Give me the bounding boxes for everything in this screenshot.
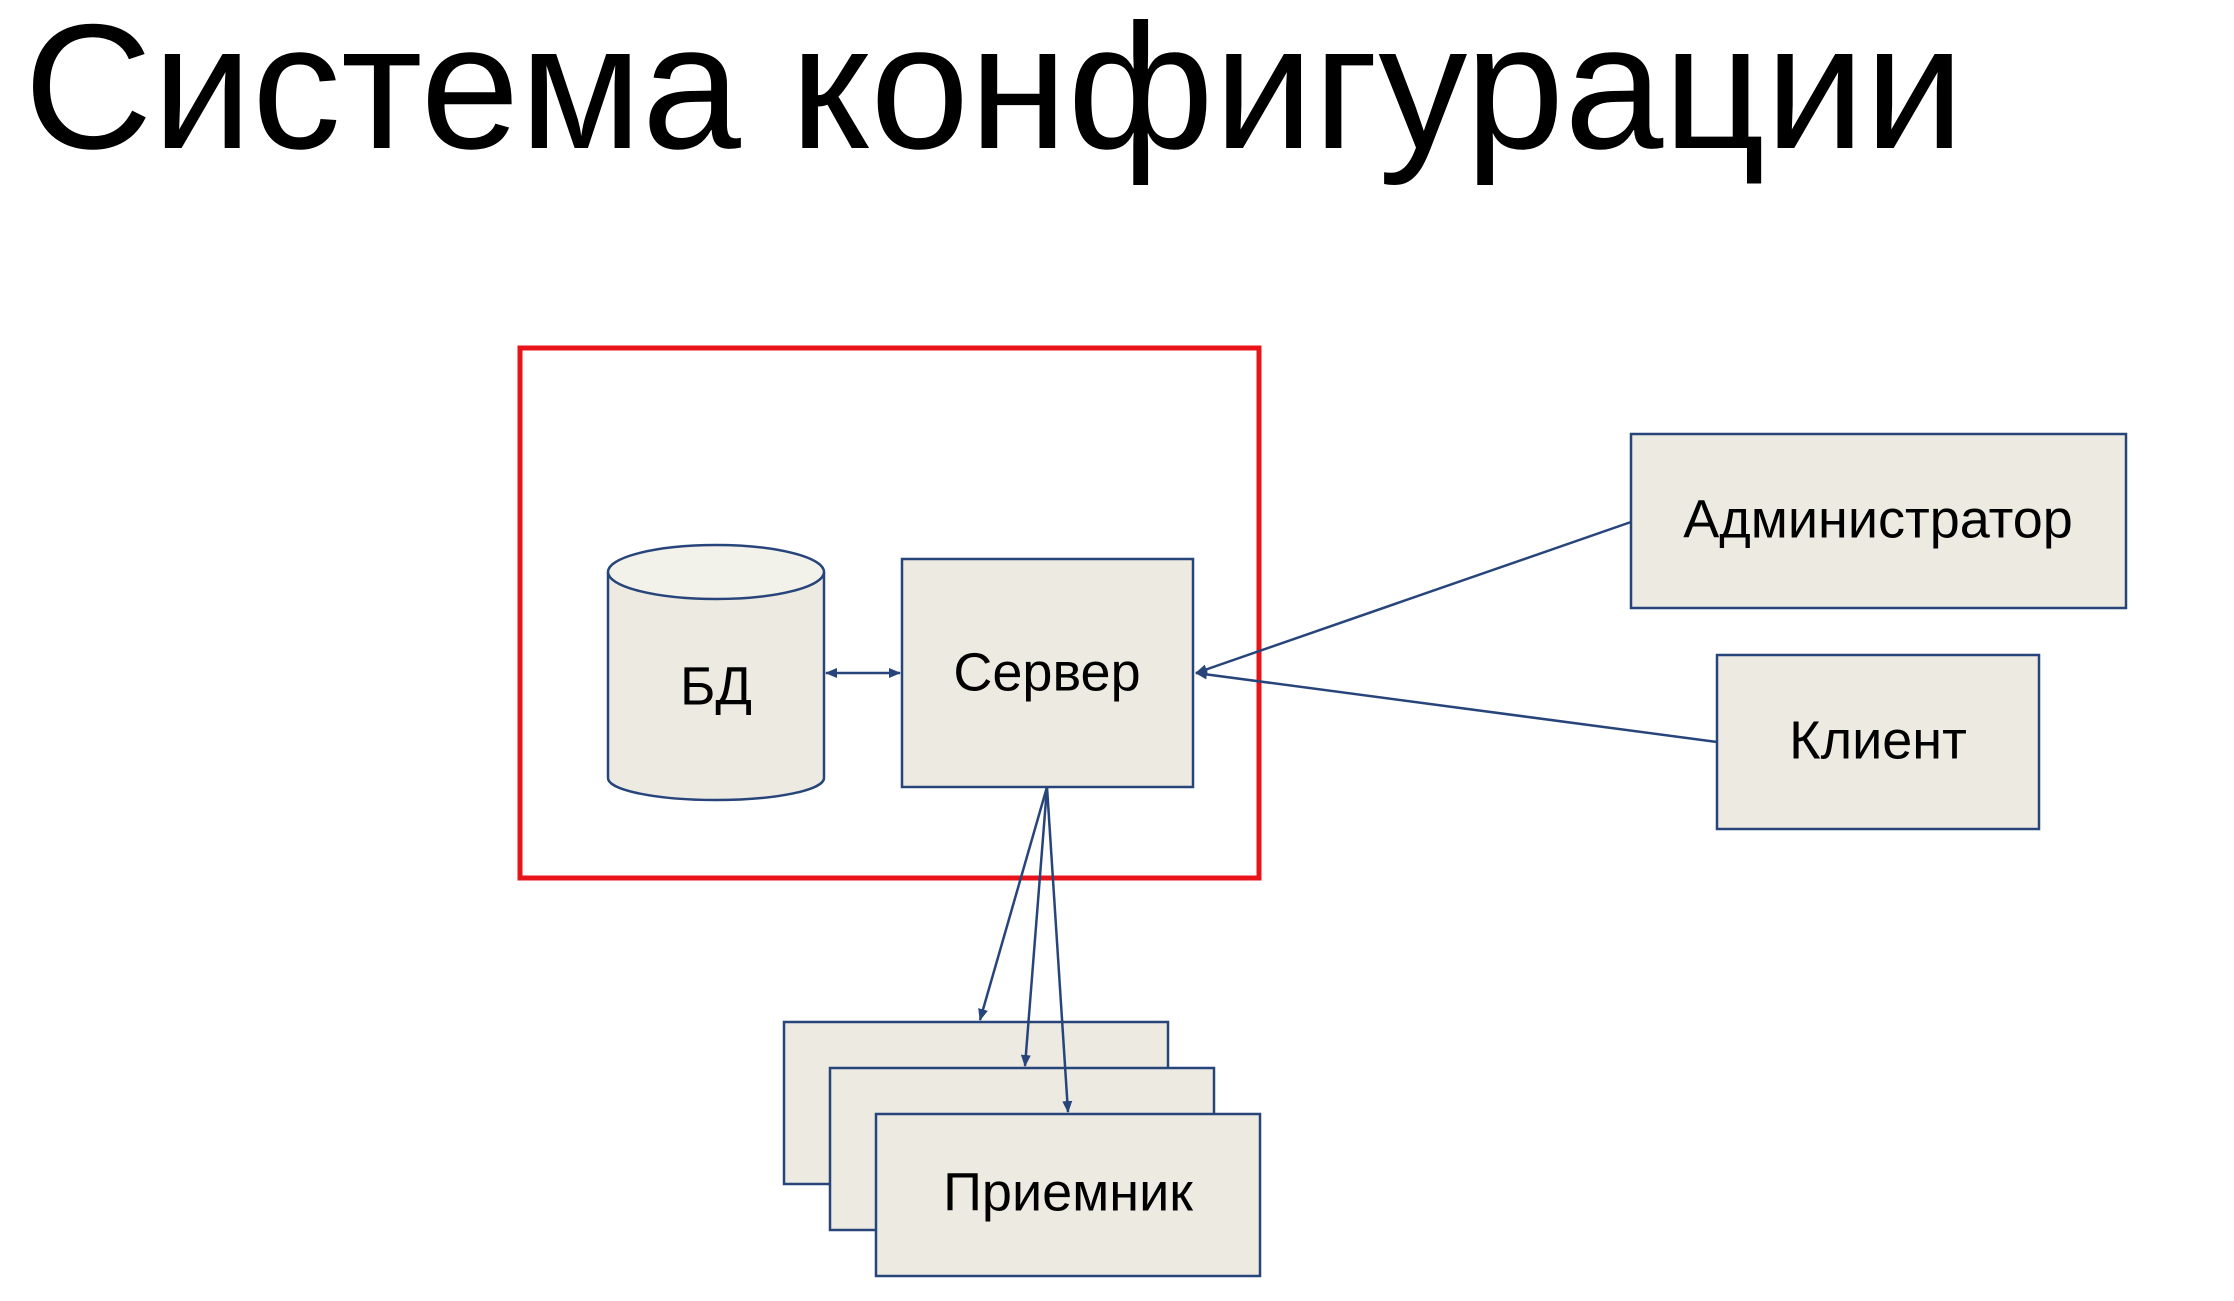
administrator-label: Администратор bbox=[1683, 489, 2073, 549]
database-cylinder: БД bbox=[606, 543, 826, 802]
server-to-receiver-back-connector bbox=[978, 786, 1049, 1021]
receiver-label: Приемник bbox=[943, 1162, 1193, 1222]
admin-to-server-connector bbox=[1195, 520, 1632, 675]
client-to-server-connector bbox=[1195, 669, 1718, 744]
client-node: Клиент bbox=[1715, 653, 2041, 831]
server-to-receiver-middle-connector bbox=[1020, 786, 1049, 1067]
receiver-stack: Приемник bbox=[782, 1020, 1262, 1278]
client-box bbox=[1715, 653, 2041, 831]
receiver-box-front bbox=[874, 1112, 1262, 1278]
server-label: Сервер bbox=[953, 642, 1140, 702]
server-node: Сервер bbox=[900, 557, 1195, 789]
slide-title: Система конфигурации bbox=[24, 0, 1965, 186]
administrator-node: Администратор bbox=[1629, 432, 2128, 610]
administrator-box bbox=[1629, 432, 2128, 610]
database-label: БД bbox=[680, 656, 752, 716]
database-top bbox=[606, 543, 826, 601]
system-boundary bbox=[517, 345, 1262, 881]
client-label: Клиент bbox=[1789, 710, 1967, 770]
server-to-receiver-front-connector bbox=[1045, 786, 1073, 1113]
database-body bbox=[606, 572, 826, 802]
